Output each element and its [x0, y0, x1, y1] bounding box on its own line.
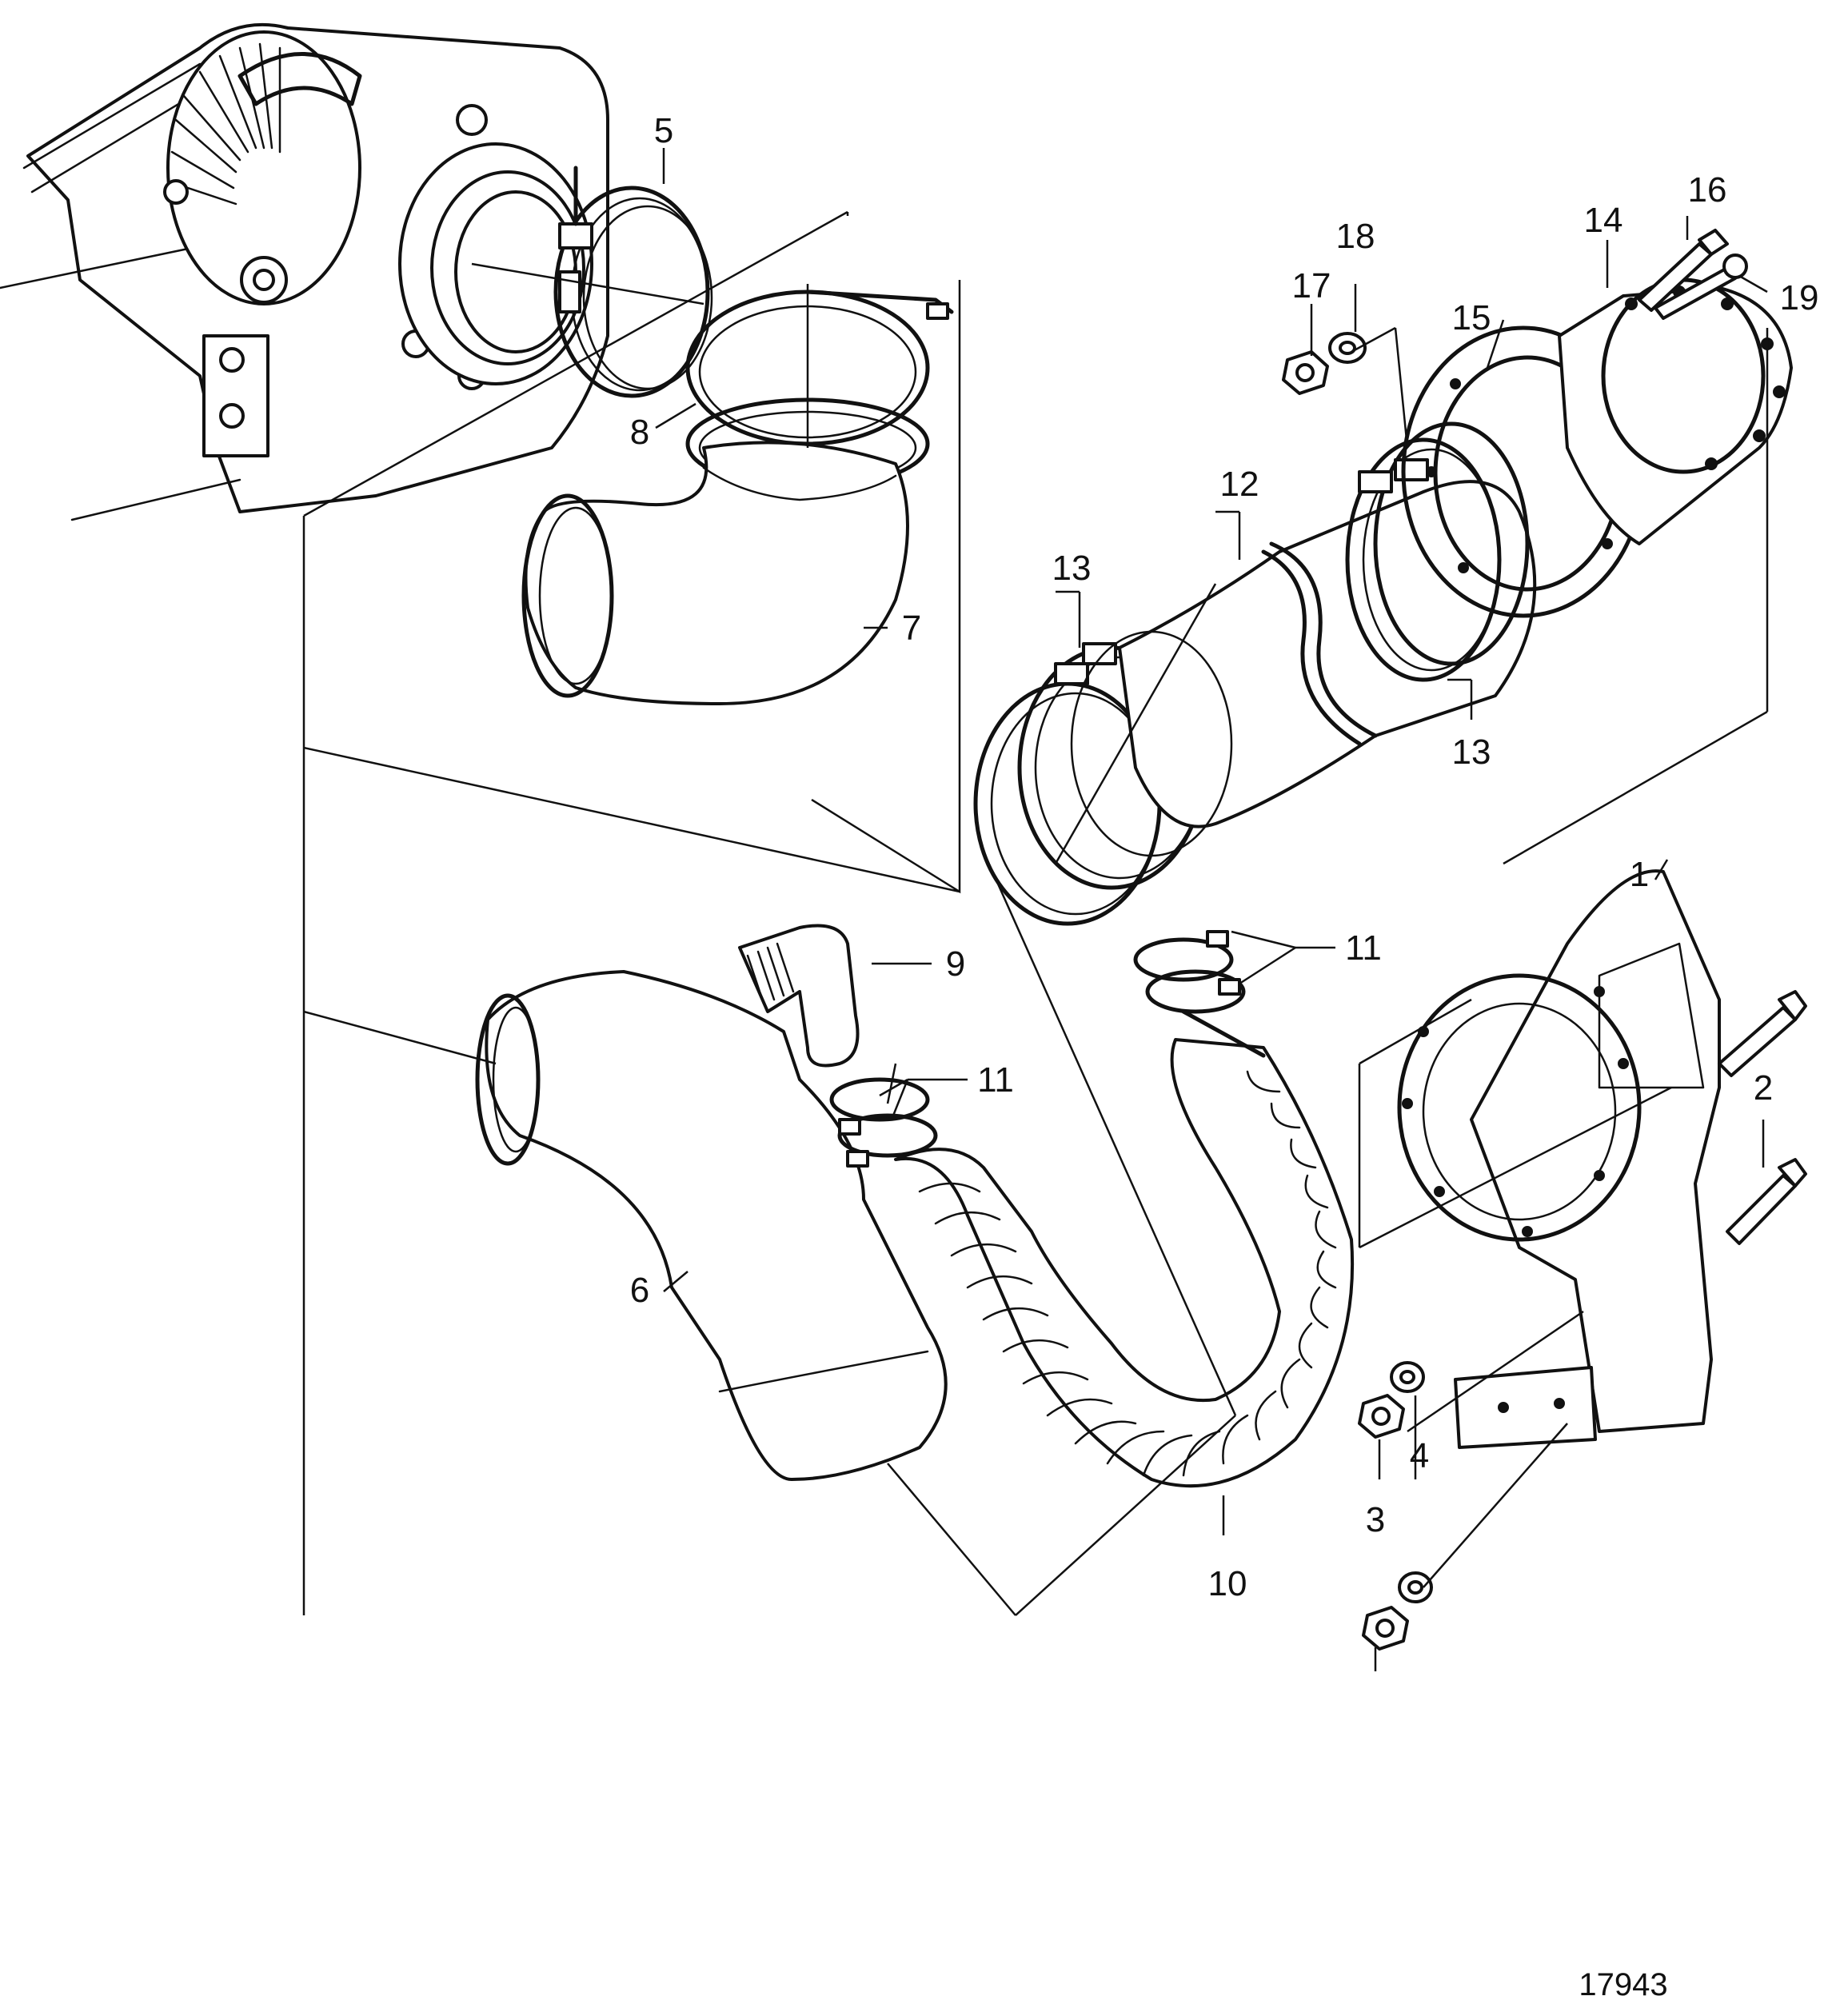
label-part-12: 12: [1220, 465, 1259, 504]
callout-labels: 1 2 3 4 5 6 7 8 9 10 11 11 12 13 13 14 1…: [630, 111, 1819, 2002]
drawing-number: 17943: [1579, 1967, 1667, 2002]
nut-17: [1282, 350, 1329, 395]
screw-16: [1638, 229, 1729, 312]
exhaust-pipe-6: [475, 970, 948, 1481]
washer-18: [1328, 332, 1367, 364]
label-part-6: 6: [630, 1271, 649, 1310]
label-part-1: 1: [1630, 855, 1649, 894]
label-part-10: 10: [1208, 1564, 1247, 1603]
label-part-13-left: 13: [1052, 549, 1092, 588]
assembly-lines: [303, 262, 1769, 1671]
through-hull-fitting-14: [1558, 277, 1793, 545]
large-clamp-13-right: [1345, 421, 1530, 682]
label-part-15: 15: [1452, 298, 1491, 337]
label-part-2: 2: [1754, 1068, 1773, 1108]
label-part-8: 8: [630, 413, 649, 452]
label-part-19: 19: [1780, 278, 1819, 317]
label-part-11-lower: 11: [977, 1060, 1014, 1100]
label-part-14: 14: [1584, 201, 1623, 240]
label-part-13-right: 13: [1452, 733, 1491, 772]
nut-3-lower: [1362, 1606, 1409, 1651]
label-part-4: 4: [1410, 1436, 1429, 1475]
label-part-5: 5: [654, 111, 673, 150]
label-part-11-upper: 11: [1345, 928, 1382, 968]
callout-leaders: [655, 148, 1768, 1535]
bolt-2-lower: [1726, 1158, 1807, 1245]
washer-4-upper: [1390, 1361, 1425, 1393]
label-part-16: 16: [1688, 170, 1727, 210]
label-part-17: 17: [1292, 266, 1331, 305]
bolt-2-upper: [1718, 990, 1807, 1077]
label-part-18: 18: [1336, 217, 1375, 256]
label-part-9: 9: [946, 944, 965, 984]
engine-housing: [0, 22, 609, 521]
corrugated-hose-10: [894, 1038, 1355, 1488]
hose-elbow-9: [738, 924, 860, 1068]
screw-19: [1654, 253, 1748, 320]
hose-clamp-11-lower: [829, 1077, 938, 1168]
label-part-7: 7: [902, 609, 921, 648]
hose-clamp-11-upper: [1133, 930, 1266, 1058]
nut-3-upper: [1358, 1394, 1405, 1439]
label-part-3: 3: [1366, 1500, 1385, 1539]
v-band-clamp-5: [553, 166, 713, 398]
box-outline-upper: [302, 210, 961, 1615]
rubber-sleeve-12: [1070, 480, 1537, 857]
exhaust-outlet-box-1: [1397, 869, 1721, 1449]
exhaust-elbow-7: [521, 441, 909, 705]
washer-4-lower: [1398, 1571, 1433, 1603]
